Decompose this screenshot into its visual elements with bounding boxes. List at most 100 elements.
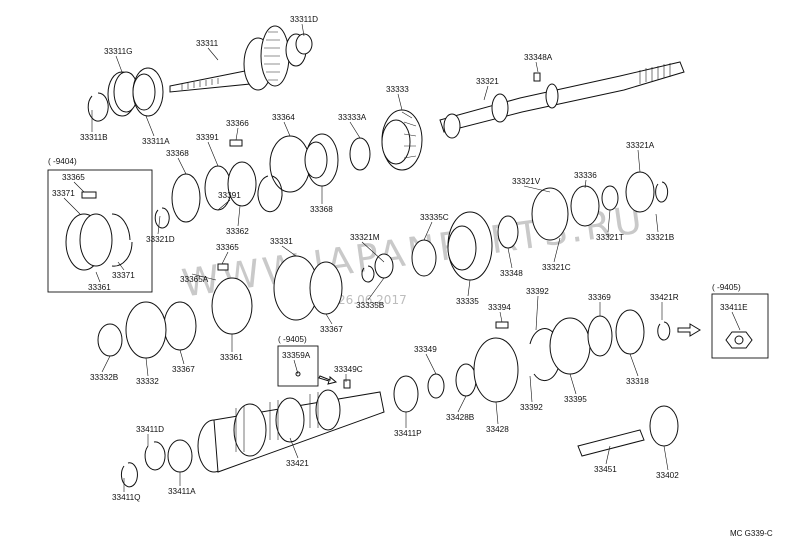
leader-line [495,401,499,425]
box-9404-range: ( -9404) [48,157,77,166]
leader-line [235,127,239,141]
leader-line [325,313,333,325]
leader-line [281,245,297,257]
arrow-icon [677,323,701,337]
part-label: 33311G [104,47,133,56]
bearing-33332b [97,323,123,357]
gear-33321v [531,187,569,241]
main-shaft-33321 [439,61,685,139]
key-33394 [495,321,509,329]
part-label: 33321 [476,77,499,86]
leader-line [207,47,219,61]
part-label: 33335B [356,301,385,310]
part-label: 33365A [180,275,209,284]
leader-line [301,23,305,37]
gear-row-2 [154,109,423,229]
part-label: 33332B [90,373,119,382]
part-label: 33332 [136,377,159,386]
part-label: 33451 [594,465,617,474]
leader-line [553,237,561,263]
needle-bearing-33311d [295,33,313,55]
sync-ring-33391 [204,165,232,211]
leader-line [607,209,611,233]
part-label: 33402 [656,471,679,480]
gear-33428 [473,337,519,403]
leader-line [237,205,241,227]
part-label: 33318 [626,377,649,386]
leader-line [507,247,513,269]
part-label: 33311D [290,15,318,24]
part-label: 33333A [338,113,367,122]
bearing-33321a [625,171,655,213]
diagram-code: MC G339-C [730,529,773,538]
part-label: 33367 [172,365,195,374]
part-label: 33311A [142,137,170,146]
leader-line [423,221,433,241]
part-label: 33428B [446,413,475,422]
part-label: 33321A [626,141,655,150]
part-label: 33321D [146,235,175,244]
leader-line [663,445,669,471]
part-label: 33394 [488,303,511,312]
bearing-33333a [349,137,371,171]
part-label: 33369 [588,293,611,302]
leader-line [637,149,641,173]
snap-ring-33411q [120,462,138,488]
part-label: 33428 [486,425,509,434]
gear-33332 [125,301,167,359]
part-label: 33321B [646,233,675,242]
part-label: 33348 [500,269,523,278]
part-label: 33364 [272,113,295,122]
watermark-date: 26.06.2017 [338,293,407,307]
box-9405-a: ( -9405) [277,335,351,389]
leader-line [207,141,219,167]
ring-33367 [309,261,343,315]
ring-33368 [171,173,201,223]
part-label: 33359A [282,351,311,360]
idler-gear-33402 [649,405,679,447]
part-label: 33365 [216,243,239,252]
leader-line [605,445,611,465]
part-label: 33367 [320,325,343,334]
gear-33318 [615,309,645,355]
box-9404: ( -9404) [47,157,153,293]
leader-line [569,373,577,395]
leader-line [145,115,155,137]
leader-line [289,437,299,459]
part-label: 33411D [136,425,164,434]
leader-line [293,359,299,375]
part-label: 33362 [226,227,249,236]
leader-line [523,185,551,193]
leader-line [457,395,467,413]
plug-33348a [533,72,541,82]
leader-line [179,349,185,365]
hub-33369 [587,315,613,357]
counter-shaft-group [120,309,701,488]
part-label: 33311 [196,39,219,48]
part-label: 33321C [542,263,571,272]
leader-line [529,375,533,403]
leader-line [397,93,403,111]
snap-ring-33311b [87,92,109,122]
leader-line [217,199,231,211]
box-9405b-range: ( -9405) [712,283,741,292]
part-label: 33368 [166,149,189,158]
part-label: 33421 [286,459,309,468]
leader-line [629,353,639,377]
part-label: 33348A [524,53,553,62]
box-9405-b: ( -9405) [711,283,769,359]
leader-line [349,121,361,139]
leader-line [535,295,539,331]
leader-line [425,353,437,375]
part-label: 33371 [52,189,75,198]
leader-line [361,241,385,263]
part-label: 33391 [196,133,219,142]
leader-line [115,55,123,73]
part-label: 33361 [220,353,243,362]
part-label: 33411E [720,303,748,312]
collar-33348 [497,215,519,249]
leader-line [221,251,229,265]
part-label: 33366 [226,119,249,128]
part-label: 33411A [168,487,196,496]
